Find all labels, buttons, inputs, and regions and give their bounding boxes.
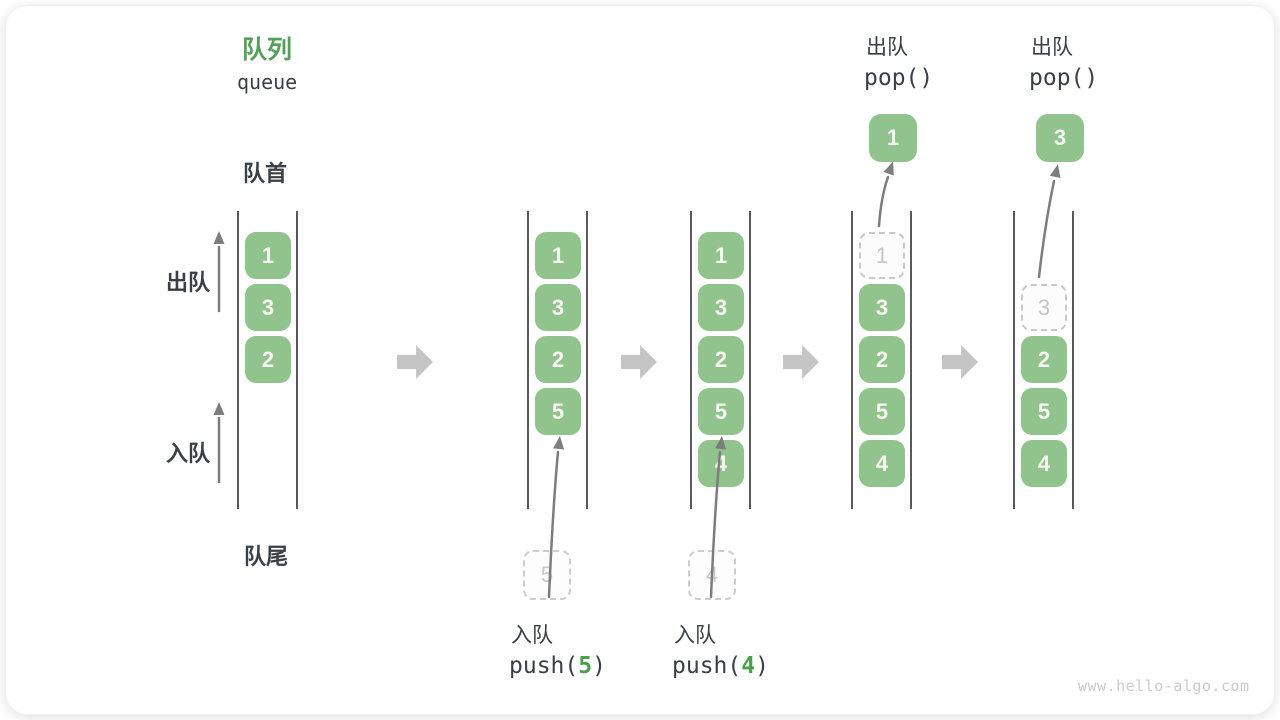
- queue-item: 3: [245, 284, 291, 331]
- op-code-push: push(5): [509, 653, 606, 679]
- op-code-push: push(4): [672, 653, 769, 679]
- watermark: www.hello-algo.com: [1078, 677, 1250, 695]
- queue-state-pop-3: 3 2 5 4: [1013, 211, 1074, 509]
- op-code-post: ): [755, 653, 769, 679]
- queue-item: 2: [245, 336, 291, 383]
- pop-header-label: 出队: [866, 36, 908, 59]
- op-code-arg: 5: [578, 653, 593, 679]
- queue-item: 1: [535, 232, 581, 279]
- op-code-arg: 4: [741, 653, 756, 679]
- queue-item: 3: [698, 284, 744, 331]
- pop-header-code: pop(): [864, 65, 934, 91]
- op-code-pre: push(: [509, 653, 579, 679]
- label-queue-front: 队首: [243, 161, 288, 186]
- queue-item: 5: [535, 388, 581, 435]
- queue-state-pop-1: 1 3 2 5 4: [851, 211, 912, 509]
- op-label-enqueue: 入队: [511, 624, 553, 647]
- queue-item: 5: [698, 388, 744, 435]
- label-enqueue-side: 入队: [166, 441, 211, 466]
- ghost-item: 1: [859, 232, 905, 279]
- pending-item: 4: [688, 550, 736, 600]
- queue-state-initial: 1 3 2: [237, 211, 298, 509]
- page-title: 队列: [242, 36, 293, 64]
- op-code-pre: push(: [672, 653, 742, 679]
- queue-item: 2: [1021, 336, 1067, 383]
- label-dequeue-side: 出队: [166, 270, 211, 295]
- queue-item: 2: [535, 336, 581, 383]
- queue-item: 3: [859, 284, 905, 331]
- queue-state-push-5: 1 3 2 5: [527, 211, 588, 509]
- popped-item: 3: [1036, 114, 1084, 162]
- queue-item: 5: [859, 388, 905, 435]
- queue-item: 4: [698, 440, 744, 487]
- queue-item: 4: [1021, 440, 1067, 487]
- op-label-enqueue: 入队: [674, 624, 716, 647]
- queue-item: 2: [859, 336, 905, 383]
- queue-item: 1: [698, 232, 744, 279]
- queue-item: 3: [535, 284, 581, 331]
- pop-header-label: 出队: [1031, 36, 1073, 59]
- popped-item: 1: [869, 114, 917, 162]
- op-code-post: ): [592, 653, 606, 679]
- page-subtitle: queue: [237, 70, 298, 94]
- pop-header-code: pop(): [1029, 65, 1099, 91]
- queue-item: 5: [1021, 388, 1067, 435]
- ghost-item: 3: [1021, 284, 1067, 331]
- queue-state-push-4: 1 3 2 5 4: [690, 211, 751, 509]
- queue-item: 4: [859, 440, 905, 487]
- label-queue-rear: 队尾: [244, 544, 289, 569]
- queue-item: 1: [245, 232, 291, 279]
- pending-item: 5: [523, 550, 571, 600]
- queue-item: 2: [698, 336, 744, 383]
